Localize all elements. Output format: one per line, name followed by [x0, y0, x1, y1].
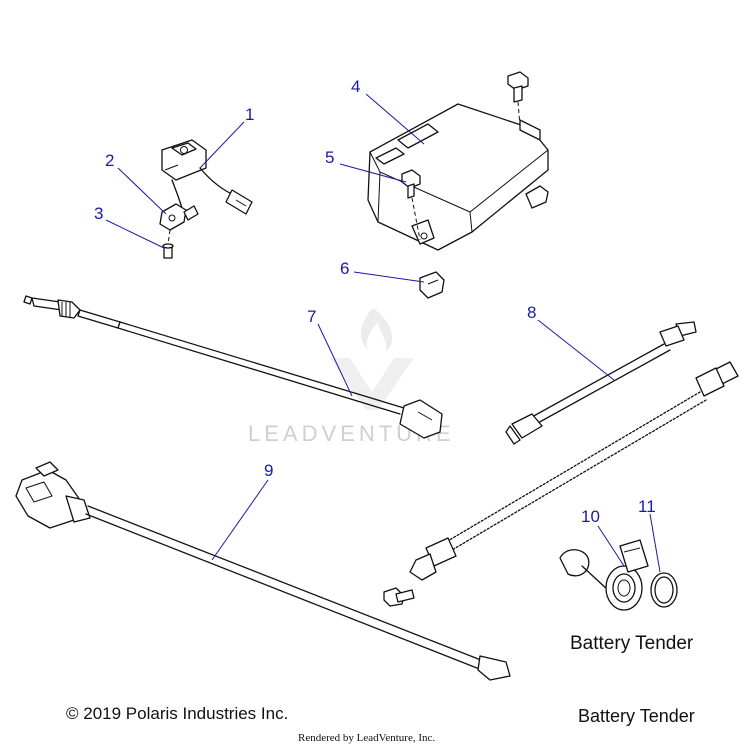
- watermark-logo: [330, 308, 414, 410]
- callout-9: 9: [264, 461, 273, 480]
- braided-cable: [409, 361, 739, 581]
- part-4-control-module: [367, 103, 549, 251]
- battery-tender-group-label: Battery Tender: [570, 633, 694, 654]
- part-5-bolt: [401, 169, 421, 199]
- part-2-bracket: [159, 203, 199, 231]
- part-7-sensor-cable: [23, 295, 443, 439]
- callout-5: 5: [325, 148, 334, 167]
- rendered-by-text: Rendered by LeadVenture, Inc.: [298, 732, 436, 744]
- callout-1: 1: [245, 105, 254, 124]
- part-6-clip: [419, 271, 445, 299]
- callout-8: 8: [527, 303, 536, 322]
- part-1-switch: [161, 139, 253, 215]
- callout-11: 11: [638, 497, 656, 516]
- copyright-text: © 2019 Polaris Industries Inc.: [66, 704, 289, 723]
- small-bolt: [383, 587, 415, 607]
- part-9-tps-cable: [15, 461, 511, 681]
- callout-10: 10: [581, 507, 600, 526]
- callout-6: 6: [340, 259, 349, 278]
- part-11-o-ring: [650, 572, 678, 608]
- diagram-title: Battery Tender: [578, 706, 695, 726]
- part-8-cable: [505, 321, 697, 445]
- callout-numbers: 1 2 3 4 5 6 7 8 9 10 11: [94, 77, 656, 526]
- part-6-clip-alt: [525, 185, 549, 209]
- part-3-screw: [162, 243, 174, 259]
- callout-4: 4: [351, 77, 360, 96]
- callout-2: 2: [105, 151, 114, 170]
- callout-3: 3: [94, 204, 103, 223]
- leader-lines: [105, 93, 661, 573]
- part-4-bolt: [507, 71, 529, 103]
- callout-7: 7: [307, 307, 316, 326]
- part-10-tender-outlet: [559, 539, 649, 611]
